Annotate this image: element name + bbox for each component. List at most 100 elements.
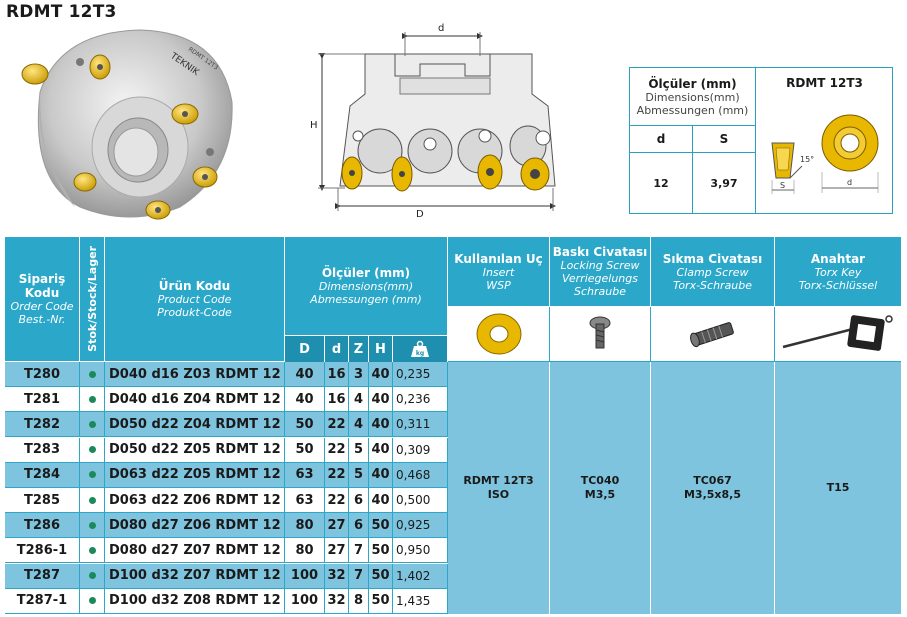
- stock-indicator: [80, 412, 105, 438]
- cell-product: D080 d27 Z07 RDMT 12: [105, 538, 285, 564]
- cell-order: T281: [5, 387, 80, 413]
- in-stock-dot-icon: [88, 546, 96, 554]
- cell-Z: 6: [349, 513, 369, 539]
- header-locking-screw: Baskı Civatası Locking Screw Verriegelun…: [550, 237, 651, 307]
- cell-kg: 0,500: [393, 488, 448, 513]
- header-key-tr: Anahtar: [810, 251, 866, 266]
- in-stock-dot-icon: [88, 521, 96, 529]
- locking-screw-size: M3,5: [584, 488, 616, 501]
- subheader-weight: kg: [393, 336, 448, 362]
- header-clamp-en: Clamp Screw: [676, 265, 749, 279]
- header-lock-en: Locking Screw: [560, 259, 640, 272]
- header-dimensions: Ölçüler (mm) Dimensions(mm) Abmessungen …: [285, 237, 448, 336]
- header-clamp-de: Torx-Schraube: [672, 278, 753, 292]
- cell-order: T286: [5, 513, 80, 539]
- locking-screw-code: TC040: [580, 474, 620, 487]
- subheader-H: H: [369, 336, 393, 362]
- stock-indicator: [80, 513, 105, 539]
- cell-d: 22: [325, 412, 349, 438]
- cell-product: D040 d16 Z04 RDMT 12: [105, 387, 285, 413]
- stock-indicator: [80, 488, 105, 513]
- cell-order: T287: [5, 563, 80, 589]
- torx-key-image-cell: [775, 307, 901, 362]
- dimbox-insert-title: RDMT 12T3: [786, 76, 863, 90]
- cell-d: 27: [325, 513, 349, 539]
- clamp-screw-image-cell: [651, 307, 775, 362]
- header-torx-key: Anahtar Torx Key Torx-Schlüssel: [775, 237, 901, 307]
- dim-d-label: d: [438, 23, 444, 34]
- header-product-tr: Ürün Kodu: [158, 279, 231, 293]
- insert-dimensions-box: Ölçüler (mm) Dimensions(mm) Abmessungen …: [629, 67, 893, 214]
- cell-H: 40: [369, 362, 393, 387]
- stock-indicator: [80, 437, 105, 463]
- dimbox-col-s: S: [693, 126, 756, 153]
- dimbox-header-de: Abmessungen (mm): [636, 103, 749, 117]
- insert-drawing: 15° S d: [771, 114, 879, 194]
- product-table: Sipariş Kodu Order Code Best.-Nr. Stok/S…: [5, 237, 901, 614]
- cell-d: 16: [325, 387, 349, 413]
- in-stock-dot-icon: [88, 395, 96, 403]
- cell-kg: 0,311: [393, 412, 448, 438]
- clamp-screw-icon: [689, 322, 734, 348]
- cell-D: 63: [285, 462, 325, 488]
- header-key-en: Torx Key: [814, 265, 862, 279]
- cutter-technical-drawing: d H D: [310, 23, 556, 220]
- subheader-D: D: [285, 336, 325, 362]
- cell-D: 63: [285, 488, 325, 513]
- weight-icon: kg: [411, 340, 429, 357]
- cell-order: T282: [5, 412, 80, 438]
- in-stock-dot-icon: [88, 446, 96, 454]
- cell-d: 32: [325, 563, 349, 589]
- header-key-de: Torx-Schlüssel: [798, 278, 878, 292]
- stock-indicator: [80, 362, 105, 387]
- cell-H: 40: [369, 488, 393, 513]
- s-label: S: [780, 181, 785, 190]
- cell-kg: 0,950: [393, 538, 448, 564]
- cell-D: 50: [285, 412, 325, 438]
- dim-H-label: H: [310, 120, 318, 131]
- dimbox-col-d: d: [630, 126, 693, 153]
- cell-H: 50: [369, 563, 393, 589]
- angle-label: 15°: [800, 155, 814, 164]
- weight-unit: kg: [416, 350, 424, 357]
- insert-icon: [476, 313, 521, 355]
- dimbox-header: Ölçüler (mm) Dimensions(mm) Abmessungen …: [630, 68, 756, 126]
- header-stock: Stok/Stock/Lager: [80, 237, 105, 362]
- header-order-tr: Sipariş Kodu: [18, 272, 66, 300]
- cell-Z: 6: [349, 488, 369, 513]
- d-label: d: [847, 178, 852, 187]
- stock-indicator: [80, 387, 105, 413]
- dimbox-header-tr: Ölçüler (mm): [648, 76, 737, 91]
- clamp-screw-size: M3,5x8,5: [683, 488, 741, 501]
- cell-kg: 0,309: [393, 437, 448, 463]
- header-dims-en: Dimensions(mm): [318, 280, 414, 293]
- cell-kg: 1,435: [393, 588, 448, 614]
- cell-Z: 5: [349, 437, 369, 463]
- cell-order: T285: [5, 488, 80, 513]
- insert-code: RDMT 12T3: [463, 474, 534, 487]
- cell-kg: 1,402: [393, 563, 448, 589]
- cell-H: 40: [369, 462, 393, 488]
- cell-H: 50: [369, 538, 393, 564]
- insert-image-cell: [448, 307, 550, 362]
- header-product-de: Produkt-Code: [157, 306, 232, 319]
- header-insert-tr: Kullanılan Uç: [454, 251, 543, 266]
- stock-indicator: [80, 563, 105, 589]
- in-stock-dot-icon: [88, 496, 96, 504]
- in-stock-dot-icon: [88, 370, 96, 378]
- cell-Z: 8: [349, 588, 369, 614]
- header-insert: Kullanılan Uç Insert WSP: [448, 237, 550, 307]
- cell-d: 32: [325, 588, 349, 614]
- subheader-d: d: [325, 336, 349, 362]
- cell-Z: 4: [349, 412, 369, 438]
- header-order-en: Order Code: [10, 300, 74, 313]
- dimbox-val-s: 3,97: [693, 153, 756, 214]
- stock-indicator: [80, 588, 105, 614]
- milling-cutter-photo: TEKNIK RDMT 12T3: [21, 29, 233, 220]
